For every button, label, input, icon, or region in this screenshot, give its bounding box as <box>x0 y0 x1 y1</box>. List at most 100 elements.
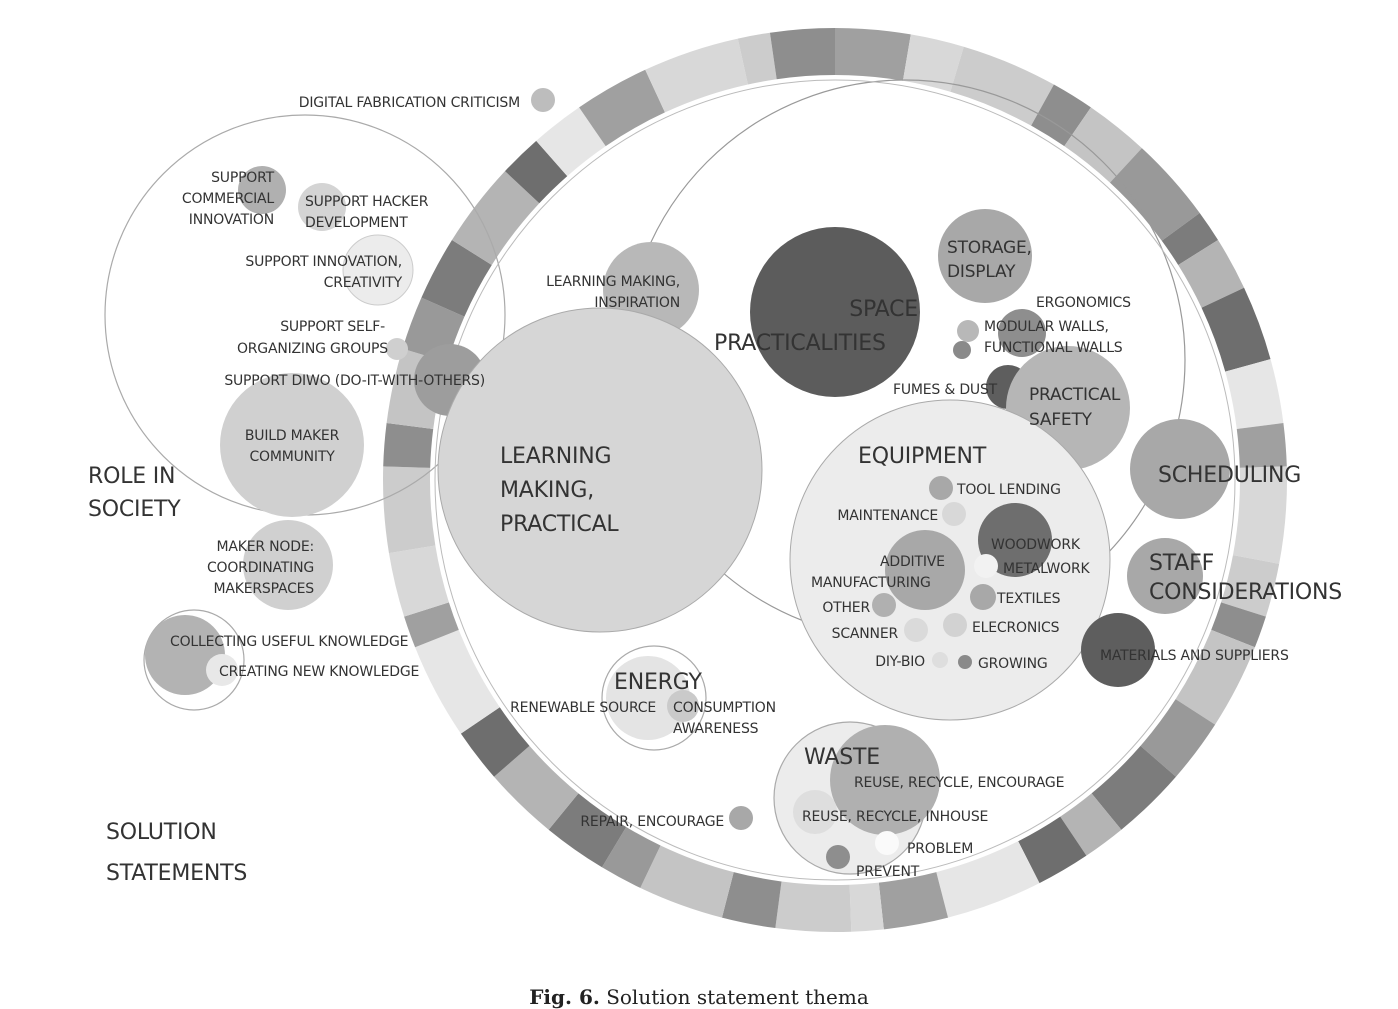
support-hacker-development-bubble <box>298 183 346 231</box>
ring-segment <box>878 872 949 930</box>
ring-segment <box>1225 359 1284 429</box>
ring-segment <box>1140 699 1216 777</box>
ring-segment <box>737 32 777 85</box>
ring-segment <box>1175 629 1255 725</box>
growing-label: GROWING <box>978 656 1048 672</box>
collecting-useful-knowledge-label: COLLECTING USEFUL KNOWLEDGE <box>170 634 408 650</box>
woodwork-bubble <box>978 503 1052 577</box>
ring-segment <box>1064 107 1142 183</box>
ring-segment <box>1091 745 1176 830</box>
support-self-organizing-bubble <box>386 338 408 360</box>
space-practicalities-line-1: SPACE <box>849 297 918 322</box>
renewable-source-label: RENEWABLE SOURCE <box>510 700 656 716</box>
support-commercial-innovation-line-3: INNOVATION <box>189 212 274 228</box>
diy-bio-dot <box>932 652 948 668</box>
ring-segment <box>1109 148 1200 241</box>
figure-caption-text: Solution statement thema <box>606 985 869 1009</box>
ring-segment <box>536 107 606 177</box>
staff-considerations-line-1: STAFF <box>1149 551 1214 576</box>
ring-segment <box>388 545 449 617</box>
support-commercial-innovation-line-2: COMMERCIAL <box>182 191 275 207</box>
storage-display-line-2: DISPLAY <box>947 262 1016 282</box>
support-innovation-creativity-line-1: SUPPORT INNOVATION, <box>245 254 402 270</box>
staff-considerations-bubble <box>1127 538 1203 614</box>
knowledge-outline-circle <box>143 609 245 711</box>
prevent-label: PREVENT <box>856 864 920 880</box>
ring-segment <box>1232 466 1287 564</box>
ring-segment <box>1201 287 1271 372</box>
maker-node-bubble <box>243 520 333 610</box>
ring-segment <box>382 466 436 554</box>
ring-segment <box>849 882 884 932</box>
ring-segment <box>404 602 459 648</box>
tool-lending-label: TOOL LENDING <box>956 482 1061 498</box>
energy-outline-circle <box>601 645 707 751</box>
space-practicalities-bubble <box>750 227 920 397</box>
ring-segment <box>451 171 540 265</box>
metalwork-label: METALWORK <box>1003 561 1090 577</box>
metalwork-dot <box>974 554 998 578</box>
elecronics-label: ELECRONICS <box>972 620 1060 636</box>
additive-manufacturing-bubble <box>885 530 965 610</box>
ring-segment <box>415 629 500 734</box>
learning-making-practical-line-2: MAKING, <box>500 478 594 503</box>
ring-segment <box>640 845 734 918</box>
woodwork-label: WOODWORK <box>991 537 1081 553</box>
ring-segment <box>769 28 835 80</box>
support-self-organizing-line-1: SUPPORT SELF- <box>280 319 385 335</box>
reuse-recycle-encourage-label: REUSE, RECYCLE, ENCOURAGE <box>854 775 1064 791</box>
ring-segment <box>504 140 568 204</box>
support-diwo-label: SUPPORT DIWO (DO-IT-WITH-OTHERS) <box>224 373 485 389</box>
repair-encourage-dot <box>729 806 753 830</box>
additive-manufacturing-line-2: MANUFACTURING <box>811 575 931 591</box>
maker-node-line-2: COORDINATING <box>207 560 314 576</box>
support-commercial-innovation-bubble <box>238 166 286 214</box>
materials-suppliers-bubble <box>1081 613 1155 687</box>
storage-display-bubble <box>938 209 1032 303</box>
equipment-label: EQUIPMENT <box>858 444 987 469</box>
ring-segment <box>601 827 661 888</box>
space-practicalities-line-2: PRACTICALITIES <box>714 331 886 356</box>
outer-segmented-ring <box>382 28 1287 933</box>
growing-dot <box>958 655 972 669</box>
textiles-label: TEXTILES <box>996 591 1061 607</box>
ring-segment <box>645 38 748 113</box>
ring-segment <box>936 841 1040 918</box>
functional-walls-dot <box>953 341 971 359</box>
digital-fabrication-criticism-label: DIGITAL FABRICATION CRITICISM <box>299 95 520 111</box>
tool-lending-dot <box>929 476 953 500</box>
build-maker-community-line-2: COMMUNITY <box>249 449 335 465</box>
consumption-awareness-line-2: AWARENESS <box>673 721 759 737</box>
repair-encourage-label: REPAIR, ENCOURAGE <box>580 814 724 830</box>
role-in-society-line-1: ROLE IN <box>88 464 175 489</box>
solution-statements-line-1: SOLUTION <box>106 820 217 845</box>
modular-walls-line-2: FUNCTIONAL WALLS <box>984 340 1123 356</box>
scheduling-label: SCHEDULING <box>1158 463 1301 488</box>
additive-manufacturing-line-1: ADDITIVE <box>880 554 945 570</box>
creating-new-knowledge-label: CREATING NEW KNOWLEDGE <box>219 664 419 680</box>
ring-segment <box>902 34 964 92</box>
ring-segment <box>775 881 852 933</box>
problem-dot <box>875 831 899 855</box>
ring-segment <box>1161 213 1219 265</box>
ring-segment <box>721 872 782 929</box>
scanner-dot <box>904 618 928 642</box>
reuse-recycle-inhouse-bubble <box>793 790 837 834</box>
ring-segment <box>460 707 530 777</box>
ring-segment <box>1236 423 1287 468</box>
support-innovation-creativity-bubble <box>342 234 414 306</box>
ring-segment <box>579 69 665 147</box>
materials-suppliers-label: MATERIALS AND SUPPLIERS <box>1100 648 1289 664</box>
build-maker-community-line-1: BUILD MAKER <box>245 428 340 444</box>
ring-segment <box>1211 602 1266 648</box>
ring-segment <box>835 28 911 81</box>
fumes-dust-label: FUMES & DUST <box>893 382 998 398</box>
learning-making-inspiration-line-2: INSPIRATION <box>594 295 680 311</box>
maintenance-dot <box>942 502 966 526</box>
ergonomics-bubble <box>957 320 979 342</box>
ring-segment <box>1221 555 1280 617</box>
reuse-recycle-inhouse-label: REUSE, RECYCLE, INHOUSE <box>802 809 988 825</box>
ring-segment <box>950 46 1054 126</box>
support-hacker-development-line-1: SUPPORT HACKER <box>305 194 429 210</box>
